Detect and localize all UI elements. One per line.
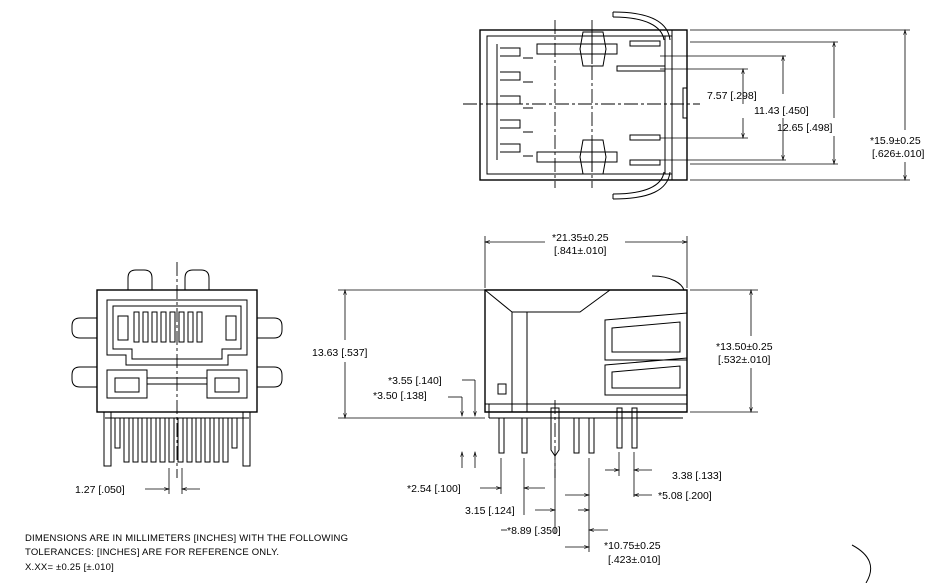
- dim-label-10-75-in: [.423±.010]: [608, 554, 661, 566]
- lower-latch-window: [604, 357, 688, 396]
- front-view: 1.27 [.050]: [71, 262, 283, 496]
- dim-label-3-38: 3.38 [.133]: [672, 470, 722, 482]
- cropped-arc: [851, 544, 872, 583]
- dim-label-1-27: 1.27 [.050]: [75, 484, 125, 496]
- dim-label-21-35-mm: *21.35±0.25: [552, 232, 609, 244]
- rj45-port-opening: [106, 299, 248, 366]
- top-spring-clip: [612, 11, 671, 41]
- led-right: [206, 369, 248, 399]
- dim-label-7-57: 7.57 [.298]: [707, 90, 757, 102]
- dim-label-2-54: *2.54 [.100]: [407, 483, 461, 495]
- dim-label-13-50-mm: *13.50±0.25: [716, 341, 773, 353]
- dim-label-15-9-in: [.626±.010]: [872, 148, 925, 160]
- side-view-outline: [484, 289, 688, 413]
- top-view-outline: [479, 29, 688, 181]
- note-line-2: TOLERANCES: [INCHES] ARE FOR REFERENCE O…: [25, 547, 279, 558]
- side-pins: [498, 407, 638, 457]
- dim-label-11-43: 11.43 [.450]: [754, 105, 809, 117]
- led-left: [106, 369, 148, 399]
- dim-label-21-35-in: [.841±.010]: [554, 245, 607, 257]
- front-top-tab-right: [184, 269, 210, 290]
- note-line-3: X.XX= ±0.25 [±.010]: [25, 562, 114, 573]
- side-spring-clip: [651, 275, 685, 291]
- dim-label-3-55: *3.55 [.140]: [388, 375, 442, 387]
- front-top-tab-left: [127, 269, 153, 290]
- note-line-1: DIMENSIONS ARE IN MILLIMETERS [INCHES] W…: [25, 533, 348, 544]
- dim-label-3-15: 3.15 [.124]: [465, 505, 515, 517]
- top-view: 7.57 [.298] 11.43 [.450] 12.65 [.498] *1…: [463, 11, 925, 200]
- dim-label-13-63: 13.63 [.537]: [312, 347, 368, 359]
- upper-latch-window: [604, 312, 688, 361]
- front-pins: [103, 411, 251, 467]
- dim-label-3-50: *3.50 [.138]: [373, 390, 427, 402]
- side-view: *21.35±0.25 [.841±.010] 13.63 [.537] *13…: [312, 232, 773, 566]
- upper-mounting-post: [579, 31, 607, 67]
- lower-mounting-post: [579, 139, 607, 175]
- dim-label-5-08: *5.08 [.200]: [658, 490, 712, 502]
- dim-label-15-9-mm: *15.9±0.25: [870, 135, 921, 147]
- top-view-inner-outline: [486, 35, 673, 175]
- dim-label-13-50-in: [.532±.010]: [718, 354, 771, 366]
- dim-label-8-89: *8.89 [.350]: [507, 525, 561, 537]
- bottom-spring-clip: [612, 171, 671, 200]
- dim-label-10-75-mm: *10.75±0.25: [604, 540, 661, 552]
- tolerance-notes: DIMENSIONS ARE IN MILLIMETERS [INCHES] W…: [25, 533, 348, 573]
- dim-label-12-65: 12.65 [.498]: [777, 122, 833, 134]
